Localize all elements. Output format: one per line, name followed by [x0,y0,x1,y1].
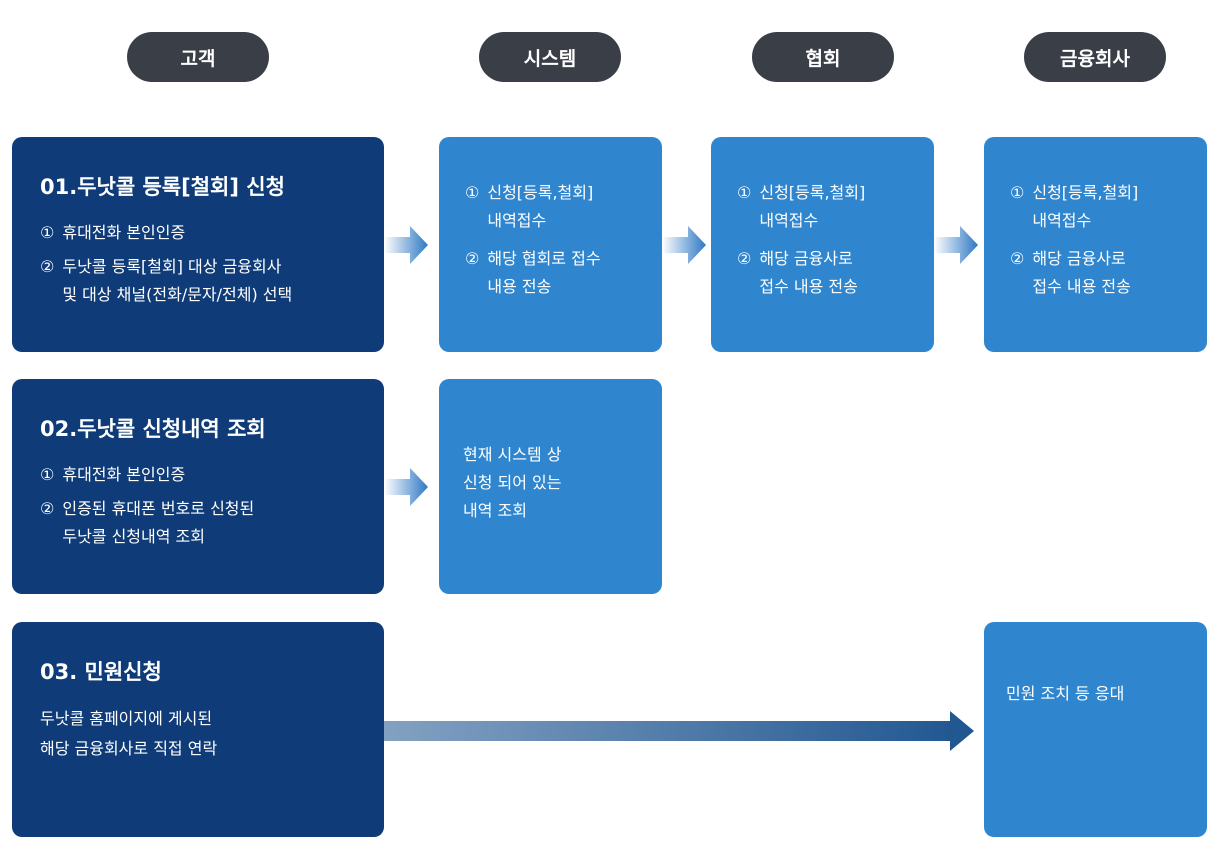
step-number: ① [465,183,480,202]
header-customer: 고객 [127,32,269,82]
step-number: ① [40,223,55,242]
row1-system-step-2: ② 해당 협회로 접수 내용 전송 [465,245,644,301]
row1-system-box: ① 신청[등록,철회] 내역접수 ② 해당 협회로 접수 내용 전송 [439,137,662,352]
arrow-right-icon [662,226,706,264]
row1-item-2: ② 두낫콜 등록[철회] 대상 금융회사 및 대상 채널(전화/문자/전체) 선… [40,253,354,309]
step-text: 신청[등록,철회] 내역접수 [1032,183,1139,230]
arrow-right-icon [384,226,428,264]
step-number: ② [40,499,55,518]
step-text: 두낫콜 등록[철회] 대상 금융회사 및 대상 채널(전화/문자/전체) 선택 [62,257,293,304]
row3-body: 두낫콜 홈페이지에 게시된 해당 금융회사로 직접 연락 [40,709,218,758]
header-financial: 금융회사 [1024,32,1166,82]
step-text: 신청[등록,철회] 내역접수 [487,183,594,230]
step-number: ① [737,183,752,202]
step-number: ② [737,249,752,268]
arrow-right-icon [384,468,428,506]
header-system: 시스템 [479,32,621,82]
step-text: 해당 협회로 접수 내용 전송 [487,249,601,296]
row2-system-text: 현재 시스템 상 신청 되어 있는 내역 조회 [463,445,562,520]
step-text: 휴대전화 본인인증 [62,223,186,242]
step-number: ① [1010,183,1025,202]
row2-customer-box: 02.두낫콜 신청내역 조회 ① 휴대전화 본인인증 ② 인증된 휴대폰 번호로… [12,379,384,594]
long-arrow-right-icon [384,711,974,751]
row1-financial-box: ① 신청[등록,철회] 내역접수 ② 해당 금융사로 접수 내용 전송 [984,137,1207,352]
row1-association-box: ① 신청[등록,철회] 내역접수 ② 해당 금융사로 접수 내용 전송 [711,137,934,352]
row1-customer-box: 01.두낫콜 등록[철회] 신청 ① 휴대전화 본인인증 ② 두낫콜 등록[철회… [12,137,384,352]
row2-item-1: ① 휴대전화 본인인증 [40,461,354,489]
arrow-right-icon [934,226,978,264]
row1-association-step-2: ② 해당 금융사로 접수 내용 전송 [737,245,916,301]
row1-financial-step-2: ② 해당 금융사로 접수 내용 전송 [1010,245,1189,301]
row1-title: 01.두낫콜 등록[철회] 신청 [40,175,285,199]
row1-financial-step-1: ① 신청[등록,철회] 내역접수 [1010,179,1189,235]
row2-title: 02.두낫콜 신청내역 조회 [40,417,266,441]
row3-customer-box: 03. 민원신청 두낫콜 홈페이지에 게시된 해당 금융회사로 직접 연락 [12,622,384,837]
step-text: 휴대전화 본인인증 [62,465,186,484]
row1-item-1: ① 휴대전화 본인인증 [40,219,354,247]
step-number: ② [40,257,55,276]
step-number: ② [465,249,480,268]
row2-item-2: ② 인증된 휴대폰 번호로 신청된 두낫콜 신청내역 조회 [40,495,354,551]
row3-financial-text: 민원 조치 등 응대 [1006,684,1125,703]
row2-system-box: 현재 시스템 상 신청 되어 있는 내역 조회 [439,379,662,594]
row3-financial-box: 민원 조치 등 응대 [984,622,1207,837]
step-text: 해당 금융사로 접수 내용 전송 [759,249,858,296]
header-association: 협회 [752,32,894,82]
step-text: 인증된 휴대폰 번호로 신청된 두낫콜 신청내역 조회 [62,499,255,546]
row1-system-step-1: ① 신청[등록,철회] 내역접수 [465,179,644,235]
row1-association-step-1: ① 신청[등록,철회] 내역접수 [737,179,916,235]
row3-title: 03. 민원신청 [40,660,162,684]
step-number: ① [40,465,55,484]
step-text: 해당 금융사로 접수 내용 전송 [1032,249,1131,296]
step-text: 신청[등록,철회] 내역접수 [759,183,866,230]
step-number: ② [1010,249,1025,268]
